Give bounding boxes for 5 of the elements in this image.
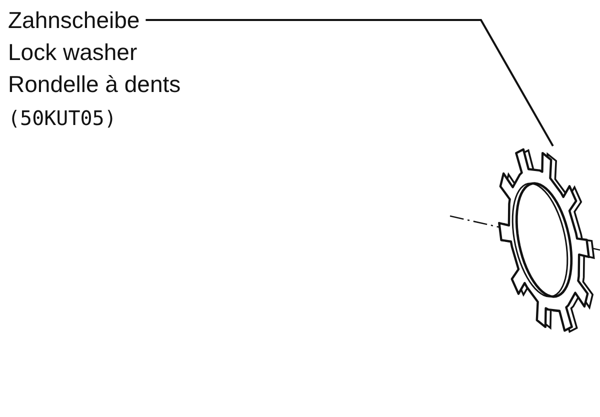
part-name: Zahnscheibe — [8, 6, 141, 35]
part-name: Rondelle à dents — [8, 70, 181, 99]
part-number: (50KUT05) — [8, 105, 118, 132]
leader-line — [146, 19, 554, 146]
part-name: Lock washer — [8, 38, 138, 67]
